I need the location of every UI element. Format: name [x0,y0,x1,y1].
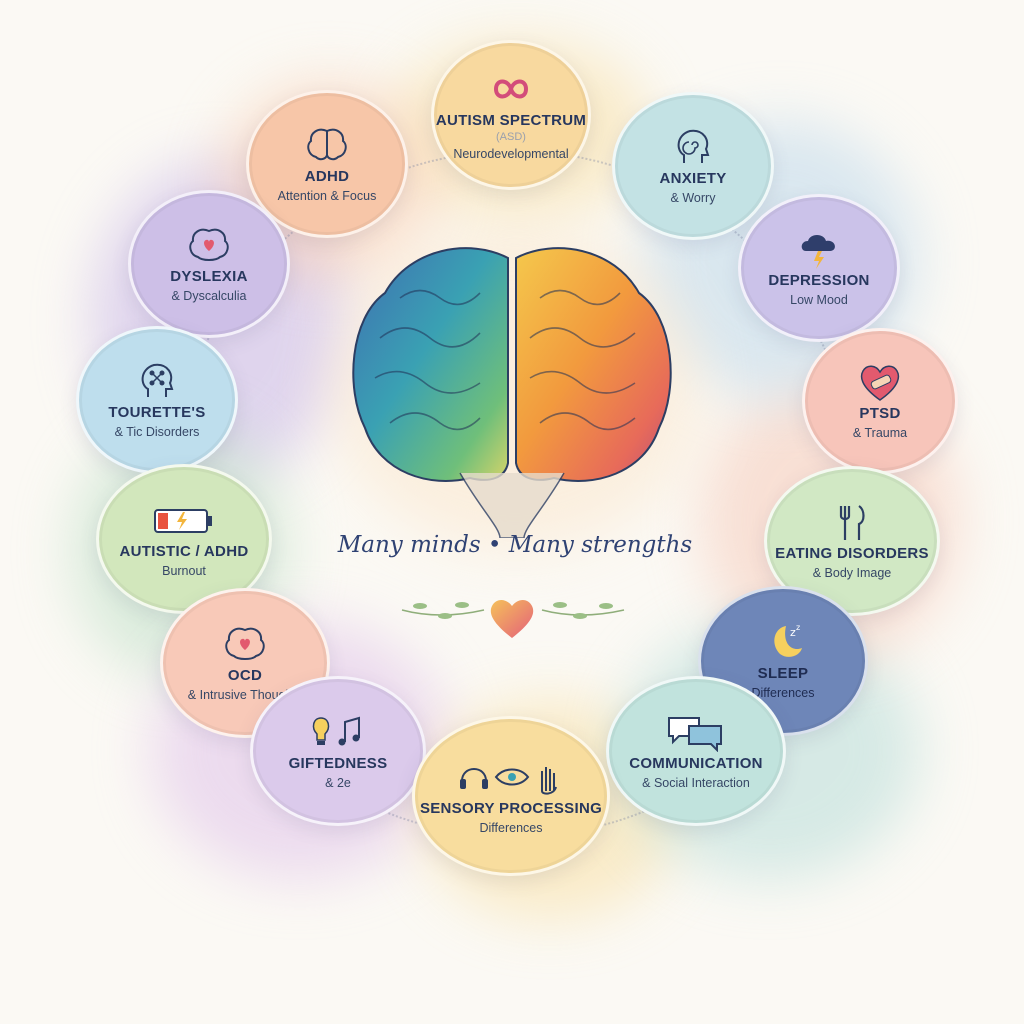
condition-adhd: ADHD Attention & Focus [246,90,408,238]
condition-subtitle: & Dyscalculia [171,289,247,304]
condition-title: COMMUNICATION [629,754,763,772]
fork-knife-icon [839,504,865,540]
condition-title: DYSLEXIA [170,267,248,285]
lightbulb-music-icon [312,716,360,746]
condition-subtitle: & Social Interaction [642,776,750,791]
svg-text:z: z [796,623,800,632]
condition-anxiety: ANXIETY & Worry [612,92,774,240]
condition-ptsd: PTSD & Trauma [802,328,958,474]
storm-cloud-icon [801,234,835,269]
condition-title: SLEEP [757,664,809,682]
brain-heart-icon [189,228,229,261]
head-network-icon [141,363,174,397]
condition-subtitle: & Trauma [852,426,908,441]
condition-subtitle: & Worry [670,191,716,206]
condition-title: SENSORY PROCESSING [419,799,603,817]
bandaged-heart-icon [860,365,900,401]
speech-bubbles-icon [668,716,722,752]
condition-title: AUTISM SPECTRUM [435,111,587,129]
condition-title: OCD [227,666,263,684]
condition-subtitle: & Tic Disorders [114,425,200,440]
condition-title: ANXIETY [659,169,727,187]
condition-dyslexia: DYSLEXIA & Dyscalculia [128,190,290,338]
vine-right-decoration [541,602,625,619]
brain-icon [352,247,672,538]
svg-text:z: z [790,626,796,639]
condition-subtitle: & 2e [325,776,351,791]
condition-title: EATING DISORDERS [775,544,929,562]
sensory-icons [460,766,557,795]
condition-subtitle: Neurodevelopmental [453,147,569,162]
heart-icon [490,600,534,638]
condition-abbreviation: (ASD) [496,131,526,144]
vine-left-decoration [401,602,485,619]
condition-title: GIFTEDNESS [288,754,388,772]
condition-giftedness: GIFTEDNESS & 2e [250,676,426,826]
brain-outline-icon [307,128,347,160]
condition-title: DEPRESSION [768,271,870,289]
condition-subtitle: Differences [751,686,815,701]
condition-title: TOURETTE'S [108,403,206,421]
condition-subtitle: Differences [479,821,543,836]
spiral-head-icon [677,129,710,163]
condition-depression: DEPRESSION Low Mood [738,194,900,342]
condition-title: AUTISTIC / ADHD [119,542,249,560]
condition-tourettes: TOURETTE'S & Tic Disorders [76,326,238,474]
condition-subtitle: Burnout [162,564,206,579]
condition-subtitle: Attention & Focus [277,189,377,204]
condition-autism: AUTISM SPECTRUM (ASD) Neurodevelopmental [431,40,591,190]
condition-communication: COMMUNICATION & Social Interaction [606,676,786,826]
condition-subtitle: Low Mood [790,293,848,308]
tagline: Many minds • Many strengths [337,532,693,558]
condition-title: ADHD [304,167,350,185]
infinity-icon [493,79,529,99]
condition-sensory-processing: SENSORY PROCESSING Differences [412,716,610,876]
low-battery-icon [154,508,212,533]
condition-title: PTSD [859,404,901,422]
brain-heart-icon [225,627,265,660]
condition-subtitle: & Body Image [812,566,892,581]
